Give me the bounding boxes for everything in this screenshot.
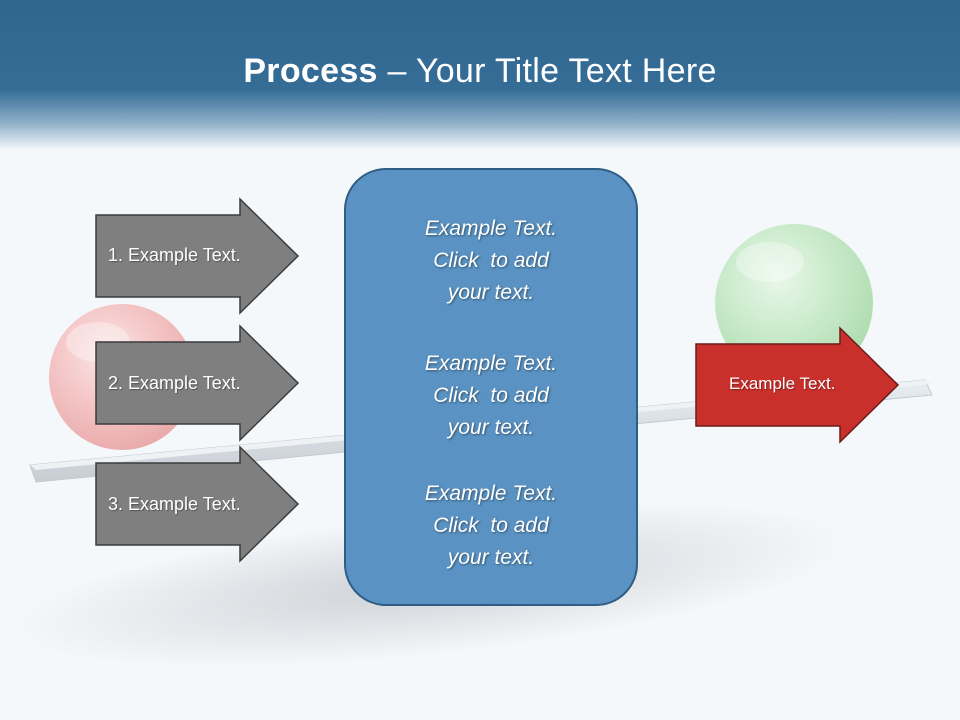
center-block-2-line-2: Click to add [433,384,549,407]
right-arrow[interactable] [695,326,900,444]
center-block-2-line-1: Example Text. [424,352,558,375]
center-block-1-line-3: your text. [447,281,535,304]
center-text-block-2[interactable]: Example Text. Click to add your text. [344,348,638,444]
center-block-3-line-3: your text. [447,546,535,569]
title-banner [0,0,960,150]
center-block-3-line-1: Example Text. [424,482,558,505]
arrow-2-label: 2. Example Text. [108,373,241,393]
center-block-1-line-1: Example Text. [424,217,558,240]
right-arrow-label: Example Text. [729,374,836,393]
title-rest: – Your Title Text Here [377,52,717,90]
center-text-box[interactable] [344,168,638,606]
arrow-3-label: 3. Example Text. [108,494,241,514]
title-bold: Process [243,52,378,90]
center-text-block-3[interactable]: Example Text. Click to add your text. [344,478,638,574]
arrow-3[interactable] [95,445,300,563]
slide-title[interactable]: Process – Your Title Text Here [0,52,960,91]
arrow-1[interactable] [95,197,300,315]
arrow-1-label: 1. Example Text. [108,245,241,265]
green-ball [715,224,873,382]
center-block-1-line-2: Click to add [433,249,549,272]
center-block-2-line-3: your text. [447,416,535,439]
center-text-block-1[interactable]: Example Text. Click to add your text. [344,213,638,309]
center-block-3-line-2: Click to add [433,514,549,537]
green-ball-highlight [736,242,804,282]
arrow-2[interactable] [95,324,300,442]
